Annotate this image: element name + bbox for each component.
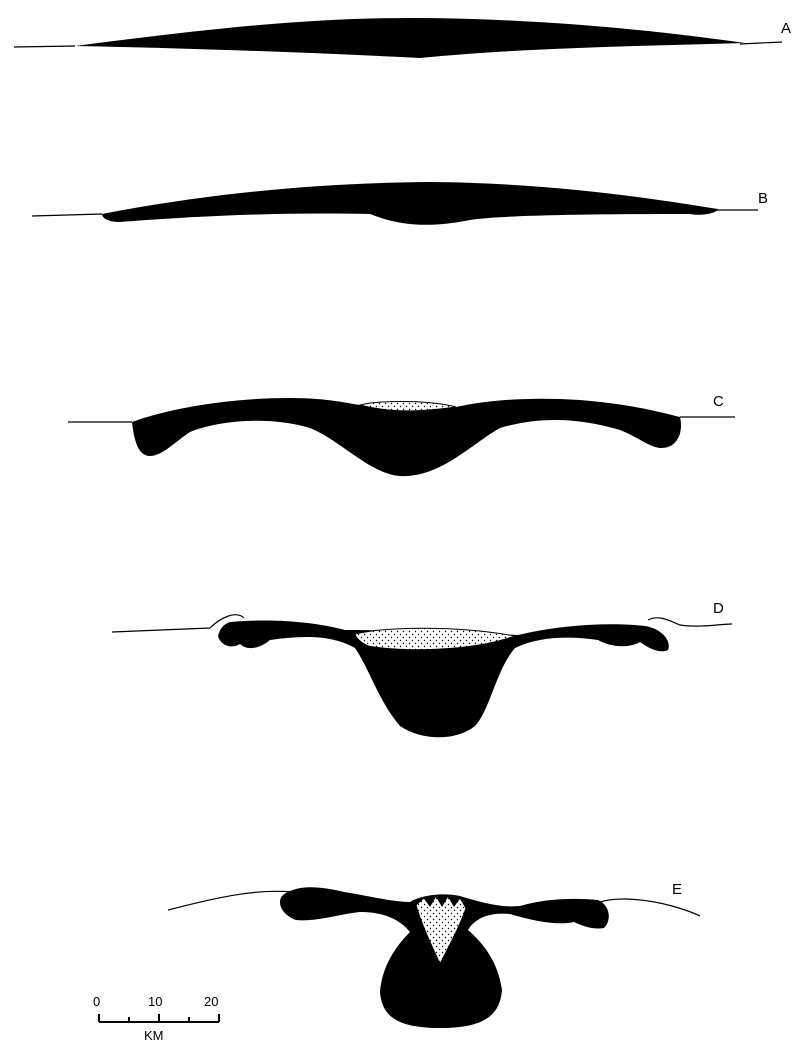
stage-c: C bbox=[68, 393, 735, 476]
stage-a-label: A bbox=[781, 20, 791, 37]
stage-e: E bbox=[168, 881, 700, 1028]
scale-bar: 0 10 20 KM bbox=[93, 994, 219, 1043]
stage-c-label: C bbox=[713, 393, 724, 410]
scale-tick-label-0: 0 bbox=[93, 994, 100, 1009]
stage-d-label: D bbox=[713, 600, 724, 617]
stage-b: B bbox=[32, 182, 768, 225]
stage-b-label: B bbox=[758, 190, 768, 207]
scale-tick-label-10: 10 bbox=[148, 994, 162, 1009]
scale-unit-label: KM bbox=[144, 1028, 164, 1043]
stage-d: D bbox=[112, 600, 732, 737]
stage-b-mass bbox=[102, 182, 718, 225]
stage-a-mass bbox=[75, 18, 745, 58]
stage-e-label: E bbox=[672, 881, 682, 898]
stage-a: A bbox=[14, 18, 791, 58]
scale-bar-line bbox=[99, 1014, 219, 1022]
scale-tick-label-20: 20 bbox=[204, 994, 218, 1009]
